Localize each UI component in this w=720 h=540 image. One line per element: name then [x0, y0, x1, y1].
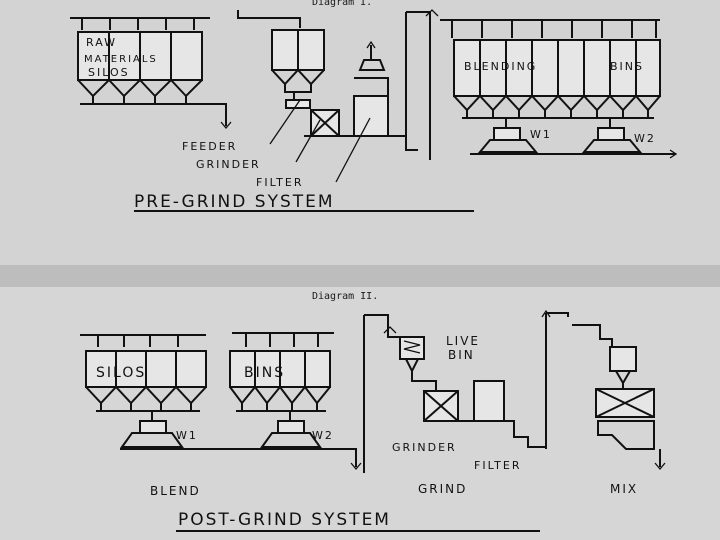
divider-band — [0, 265, 720, 287]
mix-group — [572, 325, 665, 469]
raw-label: RAW — [86, 36, 117, 49]
filter-label: FILTER — [256, 176, 304, 189]
grinder-label-2: GRINDER — [392, 441, 457, 454]
filter-label-2: FILTER — [474, 459, 522, 472]
w1-label: W1 — [530, 128, 552, 141]
pre-grind-diagram: Diagram I. RAW MATERIALS SILOS — [0, 0, 720, 265]
bins-label-2: BINS — [244, 365, 285, 381]
bins-label: BINS — [610, 60, 644, 73]
silos-label: SILOS — [88, 66, 130, 79]
feeder-label: FEEDER — [182, 140, 237, 153]
post-grind-drawing: Diagram II. SILOS W1 BINS W2 — [0, 287, 720, 540]
mix-label: MIX — [610, 482, 638, 496]
diagram2-heading: Diagram II. — [312, 291, 378, 302]
live-label: LIVE — [446, 334, 480, 348]
pre-grind-title: PRE-GRIND SYSTEM — [134, 192, 335, 212]
w2-label-2: W2 — [312, 429, 334, 442]
blending-label: BLENDING — [464, 60, 537, 73]
bin-label: BIN — [448, 348, 475, 362]
post-grind-title: POST-GRIND SYSTEM — [178, 510, 391, 530]
blend-label: BLEND — [150, 484, 201, 498]
grind-label: GRIND — [418, 482, 467, 496]
w1-label-2: W1 — [176, 429, 198, 442]
pre-grind-drawing: Diagram I. RAW MATERIALS SILOS — [0, 0, 720, 265]
grinder-label: GRINDER — [196, 158, 261, 171]
feed-bins — [238, 10, 438, 160]
materials-label: MATERIALS — [84, 54, 158, 65]
diagram1-heading: Diagram I. — [312, 0, 372, 8]
post-grind-diagram: Diagram II. SILOS W1 BINS W2 — [0, 287, 720, 540]
silos-label: SILOS — [96, 365, 146, 381]
w2-label: W2 — [634, 132, 656, 145]
